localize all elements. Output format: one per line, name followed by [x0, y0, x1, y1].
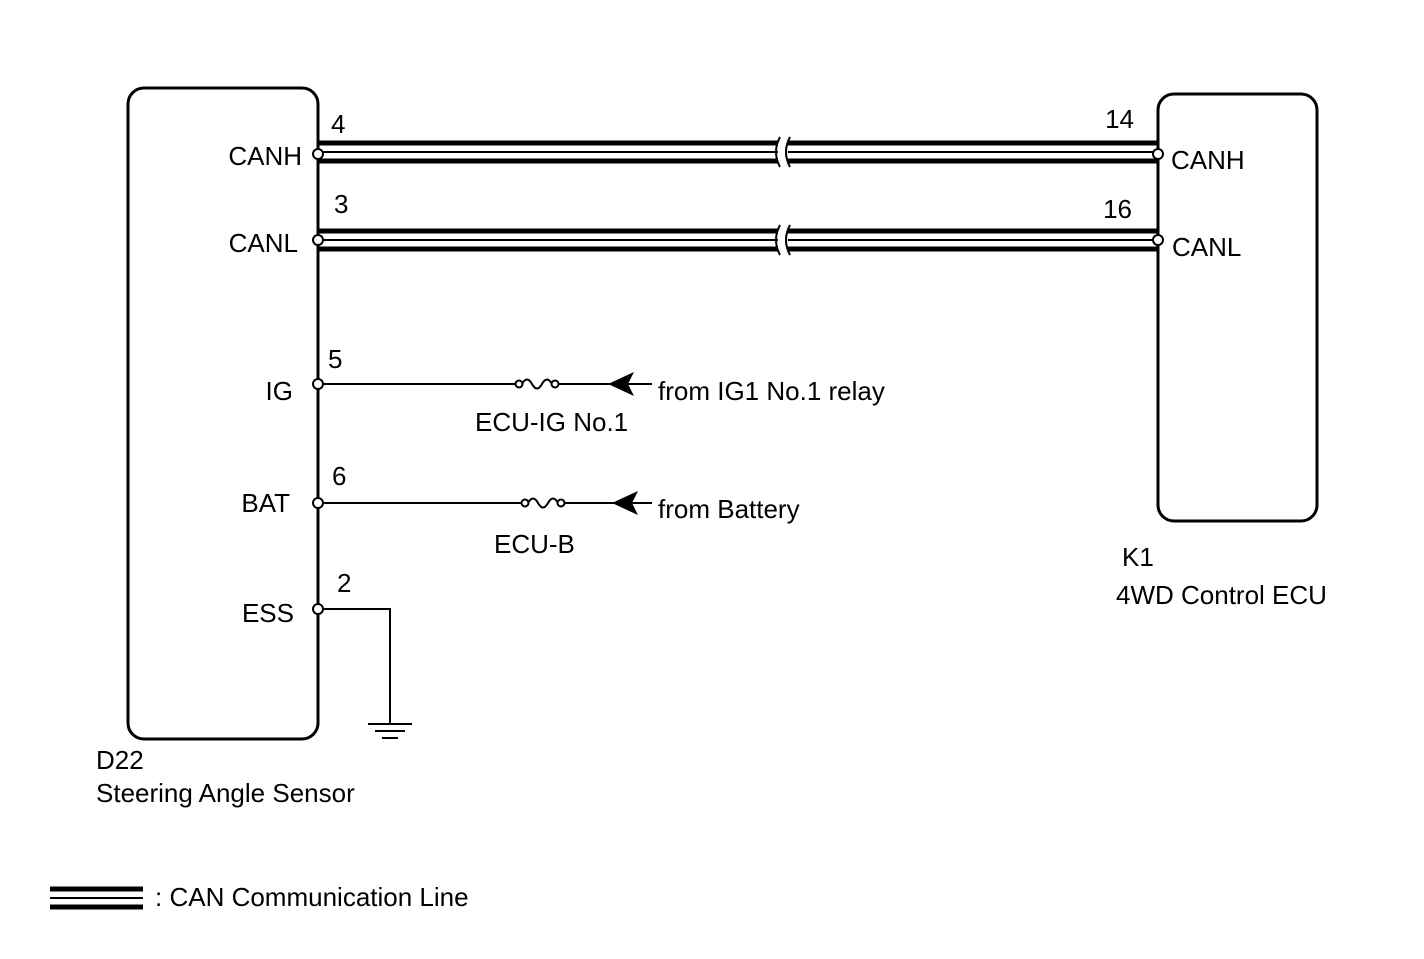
bat-source-arrow-icon — [612, 491, 638, 515]
bat-source-label: from Battery — [658, 494, 800, 524]
k1-name-label: 4WD Control ECU — [1116, 580, 1327, 610]
k1-canl-pin-number: 16 — [1103, 194, 1132, 224]
d22-name-label: Steering Angle Sensor — [96, 778, 355, 808]
terminal-ig-d22 — [312, 378, 324, 390]
terminal-canh-d22 — [312, 148, 324, 160]
d22-code-label: D22 — [96, 745, 144, 775]
d22-ig-label: IG — [266, 376, 293, 406]
bat-fuse-label: ECU-B — [494, 529, 575, 559]
d22-canl-label: CANL — [229, 228, 298, 258]
d22-canl-pin-number: 3 — [334, 189, 348, 219]
ess-ground-wire — [318, 608, 391, 723]
k1-canh-pin-number: 14 — [1105, 104, 1134, 134]
d22-ig-pin-number: 5 — [328, 344, 342, 374]
bat-circuit-wire — [318, 497, 652, 509]
d22-bat-pin-number: 6 — [332, 461, 346, 491]
k1-canl-label: CANL — [1172, 232, 1241, 262]
ig-fuse-label: ECU-IG No.1 — [475, 407, 628, 437]
terminal-canh-k1 — [1152, 148, 1164, 160]
terminal-canl-k1 — [1152, 234, 1164, 246]
can-line-legend-symbol — [50, 886, 143, 910]
legend-label: : CAN Communication Line — [155, 882, 469, 912]
ig-circuit-wire — [318, 378, 652, 390]
ground-icon — [368, 723, 412, 739]
k1-canh-label: CANH — [1171, 145, 1245, 175]
steering-angle-sensor-box — [126, 86, 320, 741]
terminal-ess-d22 — [312, 603, 324, 615]
4wd-control-ecu-box — [1156, 92, 1319, 523]
terminal-bat-d22 — [312, 497, 324, 509]
d22-bat-label: BAT — [241, 488, 290, 518]
terminal-canl-d22 — [312, 234, 324, 246]
d22-canh-pin-number: 4 — [331, 109, 345, 139]
ig-source-arrow-icon — [608, 372, 634, 396]
canl-communication-line — [318, 224, 1158, 256]
d22-ess-pin-number: 2 — [337, 568, 351, 598]
ig-source-label: from IG1 No.1 relay — [658, 376, 885, 406]
d22-ess-label: ESS — [242, 598, 294, 628]
d22-canh-label: CANH — [228, 141, 302, 171]
canh-communication-line — [318, 136, 1158, 168]
k1-code-label: K1 — [1122, 542, 1154, 572]
